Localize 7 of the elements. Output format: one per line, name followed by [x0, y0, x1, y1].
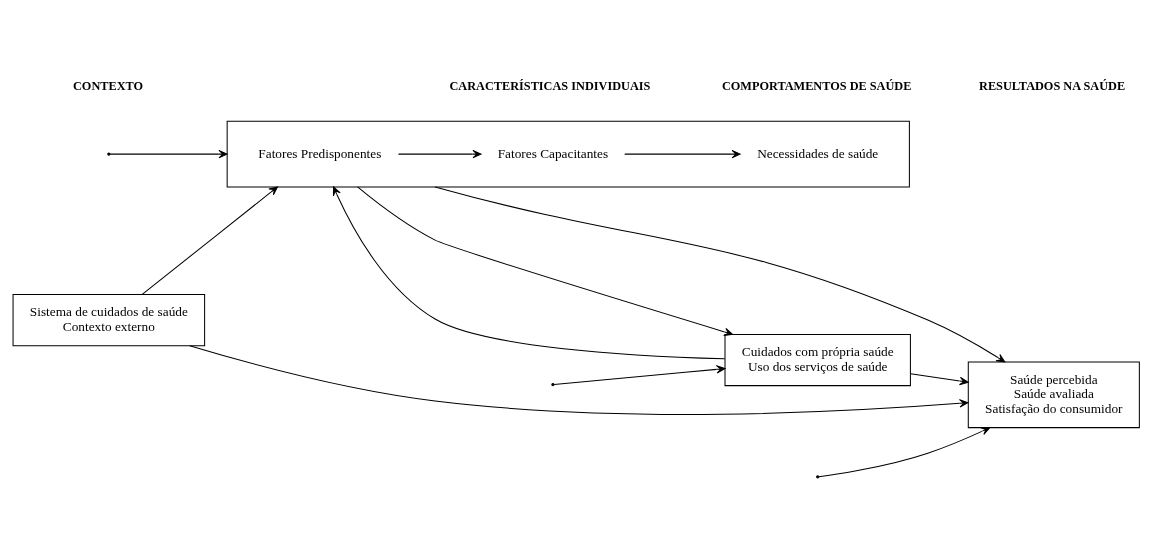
label: RESULTADOS NA SAÚDE	[979, 78, 1126, 93]
node-text: Fatores Predisponentes	[258, 145, 382, 161]
node-text: Necessidades de saúde	[757, 145, 879, 161]
label: COMPORTAMENTOS DE SAÚDE	[721, 78, 912, 93]
label: CONTEXTO	[72, 78, 144, 93]
label: CARACTERÍSTICAS INDIVIDUAIS	[449, 78, 651, 93]
node-text: Fatores Capacitantes	[497, 145, 609, 161]
